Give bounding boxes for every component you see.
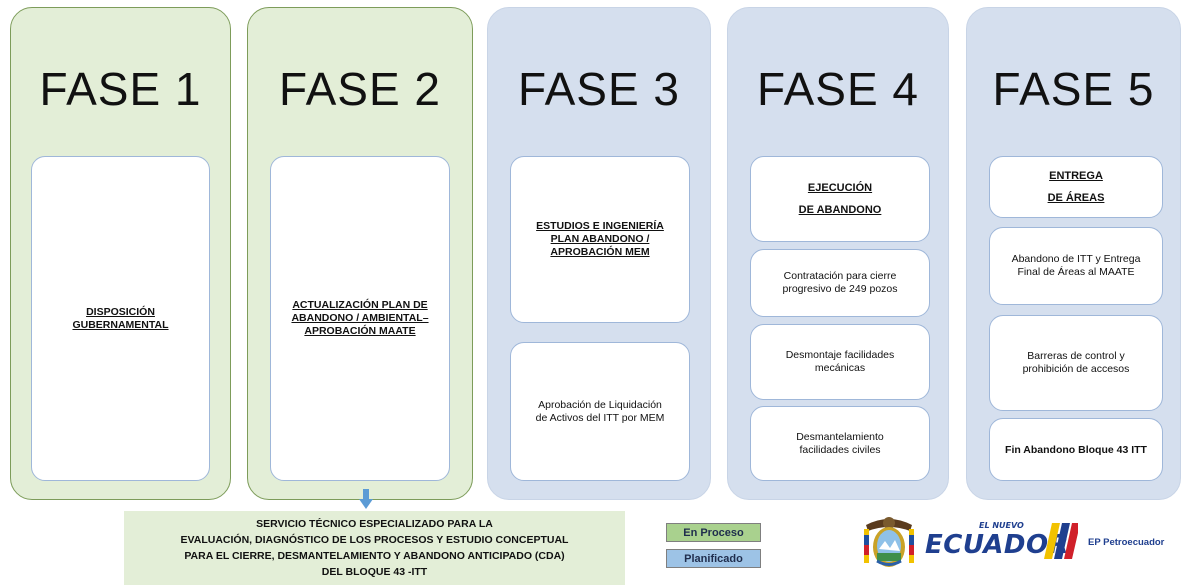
card-line: Desmantelamiento: [796, 430, 884, 443]
phase-4-column: FASE 4 EJECUCIÓN DE ABANDONO Contratació…: [727, 7, 949, 500]
phase-1-column: FASE 1 DISPOSICIÓN GUBERNAMENTAL: [10, 7, 231, 500]
card-line: Contratación para cierre: [783, 270, 897, 282]
ecuador-coat-of-arms-icon: [864, 517, 914, 567]
phase-3-column: FASE 3 ESTUDIOS E INGENIERÍA PLAN ABANDO…: [487, 7, 711, 500]
phase-3-title: FASE 3: [518, 63, 680, 115]
phase-2-column: FASE 2 ACTUALIZACIÓN PLAN DE ABANDONO / …: [247, 7, 473, 500]
phase-1-card-disposicion: DISPOSICIÓN GUBERNAMENTAL: [31, 156, 210, 481]
phase-2-title: FASE 2: [279, 63, 441, 115]
card-line: Barreras de control y: [1027, 350, 1125, 362]
phase-2-card-actualizacion: ACTUALIZACIÓN PLAN DE ABANDONO / AMBIENT…: [270, 156, 450, 481]
card-line: mecánicas: [814, 362, 866, 374]
card-line: ABANDONO / AMBIENTAL–: [291, 312, 429, 324]
service-description-box: SERVICIO TÉCNICO ESPECIALIZADO PARA LA E…: [124, 511, 625, 585]
card-line: DISPOSICIÓN: [86, 305, 155, 318]
company-name: EP Petroecuador: [1088, 537, 1165, 548]
phase-3-card-aprobacion: Aprobación de Liquidación de Activos del…: [510, 342, 690, 481]
phase-5-column: FASE 5 ENTREGA DE ÁREAS Abandono de ITT …: [966, 7, 1181, 500]
flag-stripes-icon: [1044, 523, 1078, 559]
card-line: Abandono de ITT y Entrega: [1011, 253, 1141, 265]
phase-5-card-fin: Fin Abandono Bloque 43 ITT: [989, 418, 1163, 481]
card-line: Aprobación de Liquidación: [538, 398, 662, 411]
phase-4-card-contratacion: Contratación para cierre progresivo de 2…: [750, 249, 930, 317]
phase-4-title: FASE 4: [757, 63, 919, 115]
phase-3-card-estudios: ESTUDIOS E INGENIERÍA PLAN ABANDONO / AP…: [510, 156, 690, 323]
card-line: DE ÁREAS: [1047, 192, 1105, 204]
card-line: de Activos del ITT por MEM: [535, 411, 665, 424]
card-line: Final de Áreas al MAATE: [1017, 266, 1135, 278]
card-line: DE ABANDONO: [798, 204, 882, 216]
brand-tagline: EL NUEVO: [979, 521, 1024, 530]
phase-1-title: FASE 1: [39, 63, 202, 115]
card-line: Desmontaje facilidades: [785, 349, 895, 361]
service-line: SERVICIO TÉCNICO ESPECIALIZADO PARA LA: [256, 518, 493, 530]
card-line: ESTUDIOS E INGENIERÍA: [536, 220, 664, 232]
phase-4-card-desmontaje: Desmontaje facilidades mecánicas: [750, 324, 930, 400]
down-arrow-icon: [359, 489, 373, 509]
card-line: ENTREGA: [1049, 170, 1103, 182]
card-line: prohibición de accesos: [1022, 363, 1130, 375]
brand-wordmark: ECUADOR: [925, 530, 1070, 560]
card-line: facilidades civiles: [799, 443, 881, 456]
card-line: PLAN ABANDONO /: [550, 233, 650, 245]
service-line: PARA EL CIERRE, DESMANTELAMIENTO Y ABAND…: [184, 550, 565, 562]
card-line: ACTUALIZACIÓN PLAN DE: [292, 299, 428, 311]
service-line: DEL BLOQUE 43 -ITT: [321, 566, 428, 578]
card-line: APROBACIÓN MEM: [550, 246, 650, 258]
card-line: progresivo de 249 pozos: [782, 283, 898, 295]
phase-4-card-ejecucion: EJECUCIÓN DE ABANDONO: [750, 156, 930, 242]
phase-5-card-entrega: ENTREGA DE ÁREAS: [989, 156, 1163, 218]
card-line: APROBACIÓN MAATE: [304, 325, 416, 337]
service-line: EVALUACIÓN, DIAGNÓSTICO DE LOS PROCESOS …: [180, 534, 569, 546]
phase-5-title: FASE 5: [992, 63, 1155, 115]
card-line: EJECUCIÓN: [807, 182, 873, 194]
phase-4-card-desmantelamiento: Desmantelamiento facilidades civiles: [750, 406, 930, 481]
card-line: Fin Abandono Bloque 43 ITT: [1005, 443, 1147, 456]
phase-5-card-barreras: Barreras de control y prohibición de acc…: [989, 315, 1163, 411]
legend-planned: Planificado: [666, 549, 761, 568]
legend-in-progress: En Proceso: [666, 523, 761, 542]
phase-5-card-abandono-itt: Abandono de ITT y Entrega Final de Áreas…: [989, 227, 1163, 305]
card-line: GUBERNAMENTAL: [72, 318, 169, 331]
